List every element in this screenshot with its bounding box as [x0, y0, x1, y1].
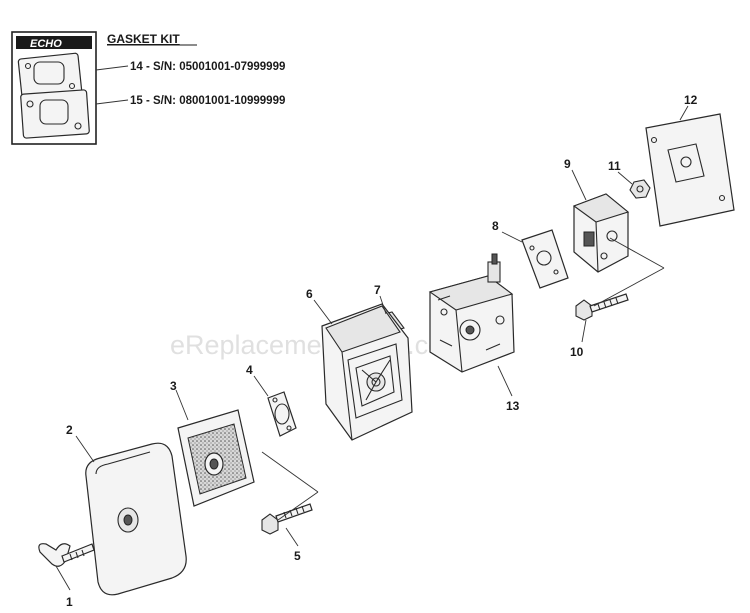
- callout-10: 10: [570, 345, 584, 359]
- callout-4: 4: [246, 363, 253, 377]
- air-cleaner-case-part: [321, 303, 413, 441]
- callout-11: 11: [608, 159, 621, 173]
- alignment-lines: [261, 237, 665, 521]
- callout-1: 1: [66, 595, 73, 609]
- callout-8: 8: [492, 219, 499, 233]
- callout-labels: 1 2 3 4 5 6 7 8 9 10 11 12 13: [66, 93, 698, 609]
- gasket-kit-box: ECHO: [11, 31, 129, 145]
- echo-logo: ECHO: [16, 36, 92, 50]
- callout-9: 9: [564, 157, 571, 171]
- callout-6: 6: [306, 287, 313, 301]
- insulator-part: [572, 193, 630, 273]
- callout-12: 12: [684, 93, 698, 107]
- wing-bolt-part: [38, 543, 95, 567]
- carburetor-gasket-part: [521, 229, 569, 289]
- callout-5: 5: [294, 549, 301, 563]
- echo-logo-text: ECHO: [30, 38, 62, 50]
- callout-7: 7: [374, 283, 381, 297]
- air-filter-part: [177, 409, 255, 507]
- carburetor-part: [428, 253, 515, 373]
- gasket-kit-line-15: 15 - S/N: 08001001-10999999: [130, 95, 285, 107]
- nut-part: [629, 179, 651, 199]
- callout-2: 2: [66, 423, 73, 437]
- gasket-large-part: [645, 113, 735, 227]
- gasket-kit-line-14: 14 - S/N: 05001001-07999999: [130, 61, 285, 73]
- callout-13: 13: [506, 399, 520, 413]
- gasket-kit-title: GASKET KIT: [107, 32, 180, 46]
- watermark: eReplacementParts.com: [170, 330, 466, 360]
- bolt-upper-part: [575, 293, 629, 321]
- air-cleaner-cover-part: [85, 442, 187, 596]
- gasket-small-part: [267, 391, 297, 437]
- kit-gasket-drawing: [17, 52, 90, 139]
- callout-3: 3: [170, 379, 177, 393]
- bolt-lower-part: [261, 503, 313, 535]
- leader-lines: [55, 105, 689, 591]
